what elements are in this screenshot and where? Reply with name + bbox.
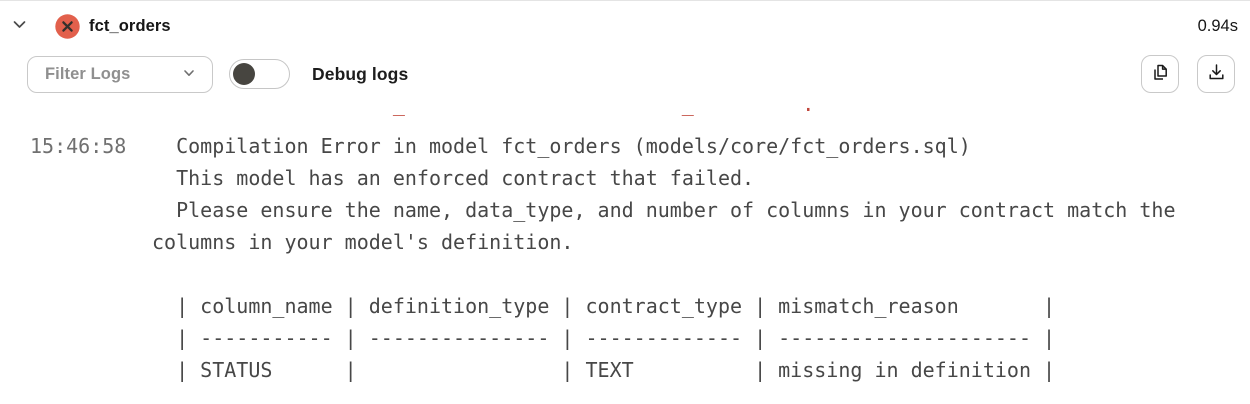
chevron-down-icon	[182, 66, 196, 83]
download-icon	[1206, 62, 1227, 86]
filter-logs-dropdown[interactable]: Filter Logs	[27, 55, 213, 93]
chevron-down-icon	[11, 16, 28, 36]
log-output-scroll-area[interactable]: _ _ . 15:46:58 Compilation Error in mode…	[0, 97, 1250, 404]
toggle-knob	[233, 62, 255, 85]
log-panel-header: fct_orders 0.94s	[0, 1, 1250, 51]
log-entry: 15:46:58 Compilation Error in model fct_…	[0, 130, 1250, 386]
clipped-previous-log-line: _ _ .	[152, 97, 815, 116]
debug-logs-label: Debug logs	[312, 63, 409, 84]
filter-logs-label: Filter Logs	[45, 64, 131, 83]
log-timestamp: 15:46:58	[30, 134, 127, 158]
debug-logs-toggle[interactable]	[229, 59, 290, 89]
log-toolbar: Filter Logs Debug logs	[0, 51, 1250, 97]
log-error-message: Compilation Error in model fct_orders (m…	[152, 134, 1176, 382]
copy-icon	[1150, 62, 1171, 86]
model-name-title: fct_orders	[89, 16, 171, 35]
collapse-chevron-button[interactable]	[8, 15, 30, 37]
error-status-icon	[55, 13, 80, 39]
copy-logs-button[interactable]	[1141, 55, 1179, 93]
run-duration: 0.94s	[1197, 16, 1238, 35]
download-logs-button[interactable]	[1197, 55, 1235, 93]
